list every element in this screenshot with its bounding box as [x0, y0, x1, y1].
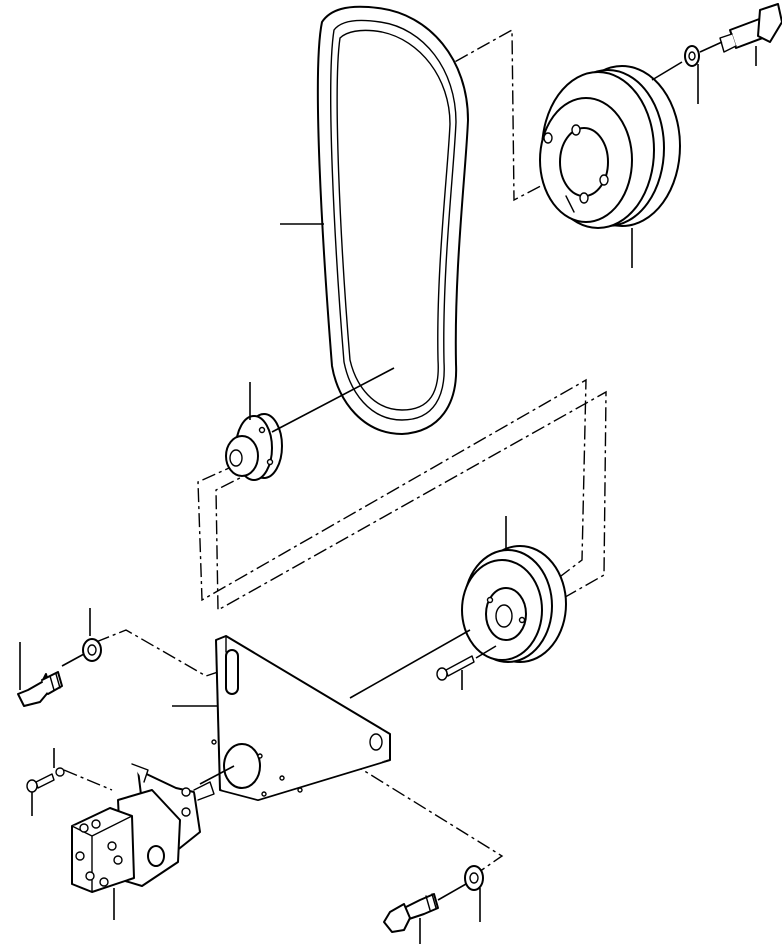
mounting-bracket: [211, 635, 391, 801]
ref-left-screw: [95, 629, 231, 677]
pump-screw-small: [26, 767, 65, 793]
ref-bracket-to-pulley: [349, 629, 471, 699]
ref-bottom-screw: [349, 761, 504, 875]
lower-pulley: [461, 545, 567, 663]
washer-left: [82, 638, 102, 662]
ref-hub-to-belt: [271, 367, 395, 433]
ref-screw-to-washer: [61, 653, 85, 667]
cap-screw-bottom: [383, 893, 439, 933]
leader-lines: [19, 46, 757, 944]
gear-pump: [71, 763, 215, 893]
ref-screw-to-washer-bottom: [437, 883, 467, 901]
ref-loop-back: [215, 390, 607, 612]
cap-screw-left: [17, 671, 63, 707]
ref-pump-to-bracket: [199, 765, 235, 785]
ref-pump-screw: [63, 769, 113, 791]
small-drive-hub: [225, 413, 283, 481]
ref-washer-to-screw: [699, 41, 723, 53]
cap-screw-top: [719, 3, 782, 53]
washer-bottom: [464, 865, 484, 891]
center-lines: [61, 41, 723, 901]
large-pulley: [539, 65, 681, 229]
set-screw-pulley: [436, 655, 475, 681]
ref-setscrew-to-pulley: [475, 645, 497, 659]
lock-washer-top: [684, 45, 700, 67]
ref-belt-to-pulley: [389, 28, 557, 202]
v-belt: [316, 5, 469, 435]
ref-loop-front: [197, 378, 587, 602]
ref-pulley-to-washer: [651, 61, 683, 81]
